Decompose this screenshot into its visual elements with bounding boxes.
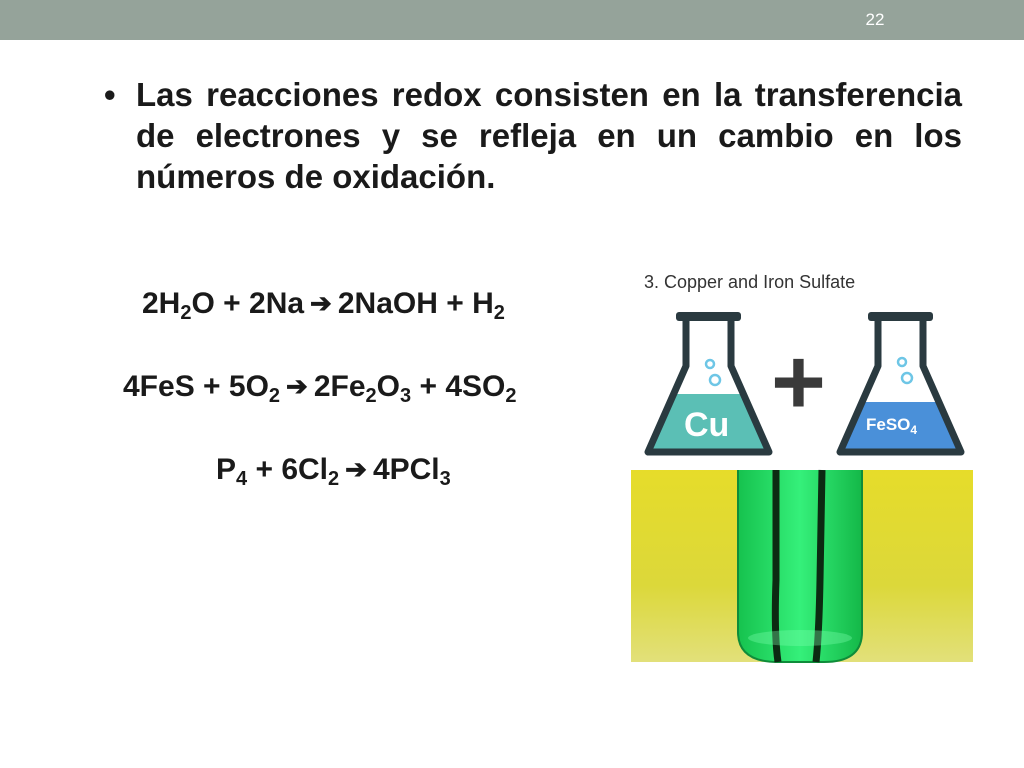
slide-number: 22: [865, 10, 885, 29]
copper-iron-sulfate-figure: Cu + FeSO4 3. Copper and Iron Sul: [626, 262, 978, 664]
arrow-icon: ➔: [286, 371, 308, 401]
copper-flask-icon: Cu: [644, 312, 773, 456]
copper-wire-left: [771, 470, 782, 663]
test-tube-photo: [631, 469, 973, 663]
figure-illustration: Cu + FeSO4: [631, 312, 973, 663]
green-solution: [738, 470, 862, 662]
arrow-icon: ➔: [345, 454, 367, 484]
equation-water-sodium: 2H2O + 2Na➔2NaOH + H2: [142, 287, 505, 324]
copper-flask-label: Cu: [684, 406, 729, 444]
bubble-icon: [704, 358, 716, 370]
top-bar: 22: [0, 0, 1024, 40]
figure-caption: 3. Copper and Iron Sulfate: [644, 272, 856, 292]
iron-sulfate-flask-outline: [836, 320, 965, 456]
copper-flask-outline: [644, 320, 773, 456]
bullet-marker: •: [104, 76, 116, 113]
arrow-icon: ➔: [310, 288, 332, 318]
copper-flask-rim: [676, 312, 741, 321]
iron-sulfate-flask-rim: [868, 312, 933, 321]
test-tube-wall: [737, 470, 863, 663]
svg-text:FeSO4: FeSO4: [866, 415, 917, 437]
bullet-text: Las reacciones redox consisten en la tra…: [136, 76, 962, 195]
iron-sulfate-flask-label: FeSO: [866, 415, 910, 434]
iron-sulfate-flask-label-sub: 4: [910, 423, 917, 437]
equation-iron-sulfide: 4FeS + 5O2➔2Fe2O3 + 4SO2: [123, 370, 517, 407]
bubble-icon: [708, 373, 722, 387]
equation-phosphorus-chlorine: P4 + 6Cl2➔4PCl3: [216, 453, 451, 490]
copper-wire-right: [812, 469, 826, 663]
bubble-icon: [896, 356, 908, 368]
plus-icon: +: [771, 329, 826, 434]
bullet-point: • Las reacciones redox consisten en la t…: [104, 74, 962, 197]
bubble-icon: [900, 371, 914, 385]
iron-sulfate-flask-icon: FeSO4: [836, 312, 965, 456]
tube-highlight: [748, 630, 852, 646]
